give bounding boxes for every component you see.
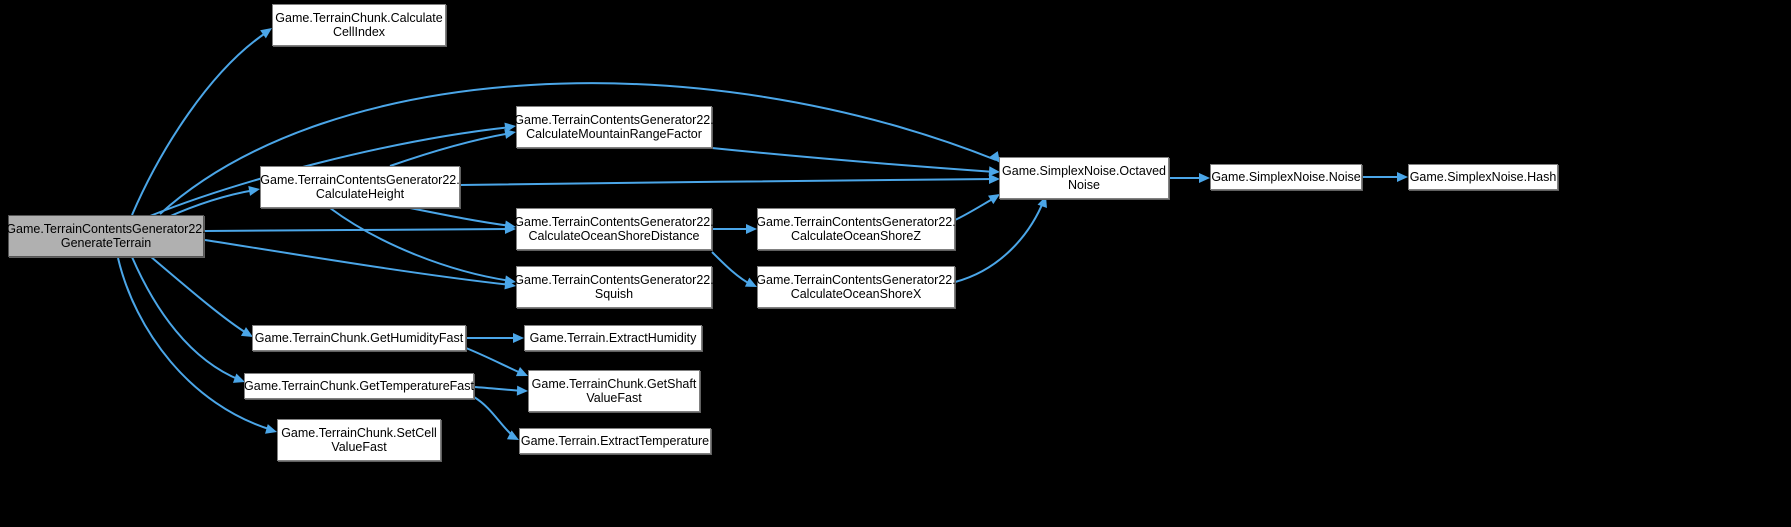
edge-generateTerrain-getHumidityFast	[149, 255, 249, 335]
node-label-setCellValueFast: Game.TerrainChunk.SetCell ValueFast	[281, 426, 437, 454]
edge-getHumidityFast-getShaftValueFast	[465, 347, 524, 375]
node-calculateHeight[interactable]: Game.TerrainContentsGenerator22. Calcula…	[260, 166, 460, 208]
node-calculateOceanShoreX[interactable]: Game.TerrainContentsGenerator22. Calcula…	[756, 266, 956, 308]
node-label-octavedNoise: Game.SimplexNoise.Octaved Noise	[1002, 164, 1166, 192]
node-label-calculateCellIndex: Game.TerrainChunk.Calculate CellIndex	[275, 11, 443, 39]
node-label-calculateMountainRange: Game.TerrainContentsGenerator22. Calcula…	[514, 113, 714, 141]
edge-getTemperatureFast-getShaftValueFast	[473, 386, 524, 392]
edge-calculateOceanShoreZ-octavedNoise	[954, 196, 997, 221]
edge-generateTerrain-getTemperatureFast	[131, 256, 241, 381]
node-label-noise: Game.SimplexNoise.Noise	[1211, 170, 1361, 184]
edge-getTemperatureFast-getShaftValueFast-arrowhead	[516, 385, 528, 396]
edge-calculateMountainRange-octavedNoise	[711, 147, 996, 173]
node-label-hash: Game.SimplexNoise.Hash	[1409, 170, 1557, 184]
node-label-squish: Game.TerrainContentsGenerator22. Squish	[514, 273, 714, 301]
node-getShaftValueFast[interactable]: Game.TerrainChunk.GetShaft ValueFast	[528, 370, 700, 412]
node-label-extractHumidity: Game.Terrain.ExtractHumidity	[529, 331, 697, 345]
node-label-getShaftValueFast: Game.TerrainChunk.GetShaft ValueFast	[531, 377, 697, 405]
node-extractTemperature[interactable]: Game.Terrain.ExtractTemperature	[519, 428, 711, 454]
edge-calculateHeight-squish	[329, 207, 512, 282]
node-label-getHumidityFast: Game.TerrainChunk.GetHumidityFast	[254, 331, 464, 345]
edge-calculateOceanShoreDistance-calculateOceanShoreX	[711, 251, 753, 286]
node-label-extractTemperature: Game.Terrain.ExtractTemperature	[520, 434, 710, 448]
node-getTemperatureFast[interactable]: Game.TerrainChunk.GetTemperatureFast	[244, 373, 474, 399]
edge-generateTerrain-calculateCellIndex	[131, 31, 268, 216]
edge-generateTerrain-calculateOceanShoreDistance	[204, 228, 512, 232]
edge-generateTerrain-calculateHeight	[165, 189, 256, 219]
node-calculateOceanShoreZ[interactable]: Game.TerrainContentsGenerator22. Calcula…	[756, 208, 956, 250]
edge-getHumidityFast-extractHumidity-arrowhead	[513, 333, 524, 343]
edge-getTemperatureFast-extractTemperature	[473, 396, 515, 438]
edge-calculateHeight-octavedNoise	[459, 178, 996, 186]
node-label-generateTerrain: Game.TerrainContentsGenerator22. Generat…	[6, 222, 206, 250]
edge-calculateHeight-calculateMountainRange	[389, 132, 512, 167]
node-noise[interactable]: Game.SimplexNoise.Noise	[1210, 164, 1362, 190]
edge-calculateOceanShoreX-octavedNoise	[954, 199, 1045, 283]
node-calculateCellIndex[interactable]: Game.TerrainChunk.Calculate CellIndex	[272, 4, 446, 46]
node-label-calculateOceanShoreX: Game.TerrainContentsGenerator22. Calcula…	[756, 273, 956, 301]
node-octavedNoise[interactable]: Game.SimplexNoise.Octaved Noise	[999, 157, 1169, 199]
node-label-calculateOceanShoreDistance: Game.TerrainContentsGenerator22. Calcula…	[514, 215, 714, 243]
node-generateTerrain[interactable]: Game.TerrainContentsGenerator22. Generat…	[6, 215, 206, 257]
node-label-getTemperatureFast: Game.TerrainChunk.GetTemperatureFast	[244, 379, 474, 393]
node-getHumidityFast[interactable]: Game.TerrainChunk.GetHumidityFast	[252, 325, 466, 351]
edge-generateTerrain-squish	[204, 239, 512, 286]
node-setCellValueFast[interactable]: Game.TerrainChunk.SetCell ValueFast	[277, 419, 441, 461]
node-extractHumidity[interactable]: Game.Terrain.ExtractHumidity	[524, 325, 702, 351]
node-hash[interactable]: Game.SimplexNoise.Hash	[1408, 164, 1558, 190]
node-calculateMountainRange[interactable]: Game.TerrainContentsGenerator22. Calcula…	[514, 106, 714, 148]
node-label-calculateHeight: Game.TerrainContentsGenerator22. Calcula…	[260, 173, 460, 201]
edge-generateTerrain-setCellValueFast	[117, 257, 273, 431]
node-label-calculateOceanShoreZ: Game.TerrainContentsGenerator22. Calcula…	[756, 215, 956, 243]
edge-calculateHeight-calculateOceanShoreDistance	[409, 207, 512, 227]
node-calculateOceanShoreDistance[interactable]: Game.TerrainContentsGenerator22. Calcula…	[514, 208, 714, 250]
node-squish[interactable]: Game.TerrainContentsGenerator22. Squish	[514, 266, 714, 308]
